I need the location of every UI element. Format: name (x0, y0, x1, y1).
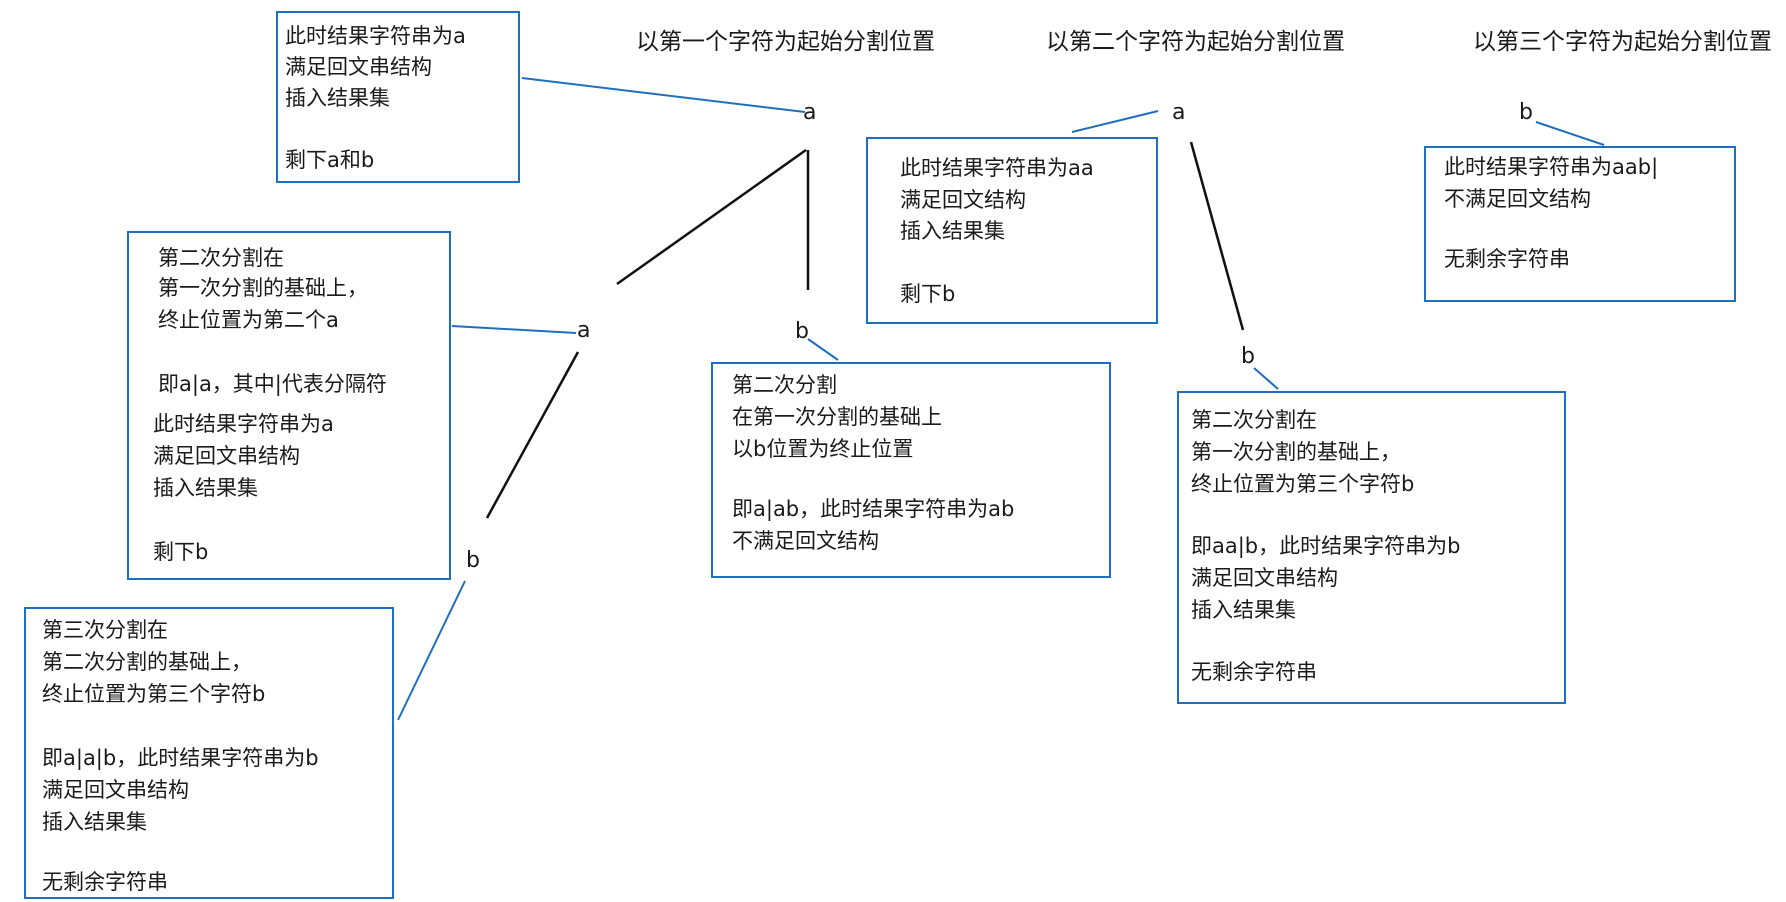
note-line: 无剩余字符串 (1444, 247, 1570, 271)
note-line: 此时结果字符串为a (153, 412, 334, 436)
connector-root2-box (1071, 110, 1159, 133)
note-line: 无剩余字符串 (1191, 660, 1317, 684)
edge-level2a-level3b (485, 351, 580, 519)
note-line: 第一次分割的基础上， (1191, 440, 1401, 464)
note-line: 此时结果字符串为aa (900, 156, 1094, 180)
note-box-second-split: 第二次分割在 第一次分割的基础上， 终止位置为第二个a 即a|a，其中|代表分隔… (127, 231, 451, 580)
note-line: 第二次分割在 (158, 246, 284, 270)
note-box-root2: 此时结果字符串为aa 满足回文结构 插入结果集 剩下b (866, 137, 1158, 324)
note-line: 第二次分割 (732, 373, 837, 397)
note-line: 即a|ab，此时结果字符串为ab (732, 497, 1015, 521)
note-line: 满足回文结构 (900, 188, 1026, 212)
header-third-char: 以第三个字符为起始分割位置 (1473, 29, 1772, 55)
note-line: 即a|a|b，此时结果字符串为b (42, 746, 319, 770)
note-line: 满足回文串结构 (1191, 566, 1338, 590)
note-line: 剩下b (900, 282, 956, 306)
note-box-root2-second: 第二次分割在 第一次分割的基础上， 终止位置为第三个字符b 即aa|b，此时结果… (1177, 391, 1566, 704)
note-line: 不满足回文结构 (1444, 187, 1591, 211)
note-line: 满足回文串结构 (285, 55, 432, 79)
note-line: 即aa|b，此时结果字符串为b (1191, 534, 1461, 558)
header-first-char: 以第一个字符为起始分割位置 (636, 29, 935, 55)
node-root2-a: a (1172, 100, 1186, 125)
node-root1-a: a (803, 100, 817, 125)
note-line: 在第一次分割的基础上 (732, 405, 942, 429)
note-line: 终止位置为第二个a (158, 308, 339, 332)
note-line: 插入结果集 (285, 86, 390, 110)
note-line: 此时结果字符串为aab| (1444, 155, 1659, 179)
note-line: 剩下a和b (285, 148, 375, 172)
node-level2-b: b (795, 319, 809, 344)
note-line: 插入结果集 (1191, 598, 1296, 622)
node-root2-b: b (1241, 344, 1255, 369)
note-line: 插入结果集 (900, 219, 1005, 243)
node-level3-b: b (466, 548, 480, 573)
header-second-char: 以第二个字符为起始分割位置 (1046, 29, 1345, 55)
note-line: 剩下b (153, 540, 209, 564)
note-line: 第二次分割在 (1191, 408, 1317, 432)
connector-level2a-box (451, 325, 577, 334)
note-line: 插入结果集 (153, 476, 258, 500)
note-line: 终止位置为第三个字符b (1191, 472, 1415, 496)
connector-root1-note (521, 77, 806, 113)
connector-level2b-box (807, 338, 839, 361)
connector-root3-box (1535, 121, 1605, 146)
edge-root2-root2b (1189, 141, 1245, 331)
note-box-second-split-b: 第二次分割 在第一次分割的基础上 以b位置为终止位置 即a|ab，此时结果字符串… (711, 362, 1111, 578)
node-root3-b: b (1519, 100, 1533, 125)
connector-level3b-box (397, 580, 466, 721)
node-level2-a: a (577, 318, 591, 343)
note-line: 第一次分割的基础上， (158, 276, 368, 300)
note-box-root3: 此时结果字符串为aab| 不满足回文结构 无剩余字符串 (1424, 146, 1736, 302)
note-line: 满足回文串结构 (42, 778, 189, 802)
note-line: 第二次分割的基础上， (42, 650, 252, 674)
note-line: 此时结果字符串为a (285, 24, 466, 48)
note-line: 无剩余字符串 (42, 870, 168, 894)
edge-root1-level2a (616, 148, 807, 286)
note-box-third-split: 第三次分割在 第二次分割的基础上， 终止位置为第三个字符b 即a|a|b，此时结… (24, 607, 394, 899)
note-line: 第三次分割在 (42, 618, 168, 642)
note-line: 即a|a，其中|代表分隔符 (158, 372, 387, 396)
note-line: 满足回文串结构 (153, 444, 300, 468)
note-line: 插入结果集 (42, 810, 147, 834)
note-line: 以b位置为终止位置 (732, 437, 914, 461)
note-line: 不满足回文结构 (732, 529, 879, 553)
note-line: 终止位置为第三个字符b (42, 682, 266, 706)
connector-root2b-box (1253, 367, 1279, 390)
note-box-root1: 此时结果字符串为a 满足回文串结构 插入结果集 剩下a和b (276, 11, 520, 183)
